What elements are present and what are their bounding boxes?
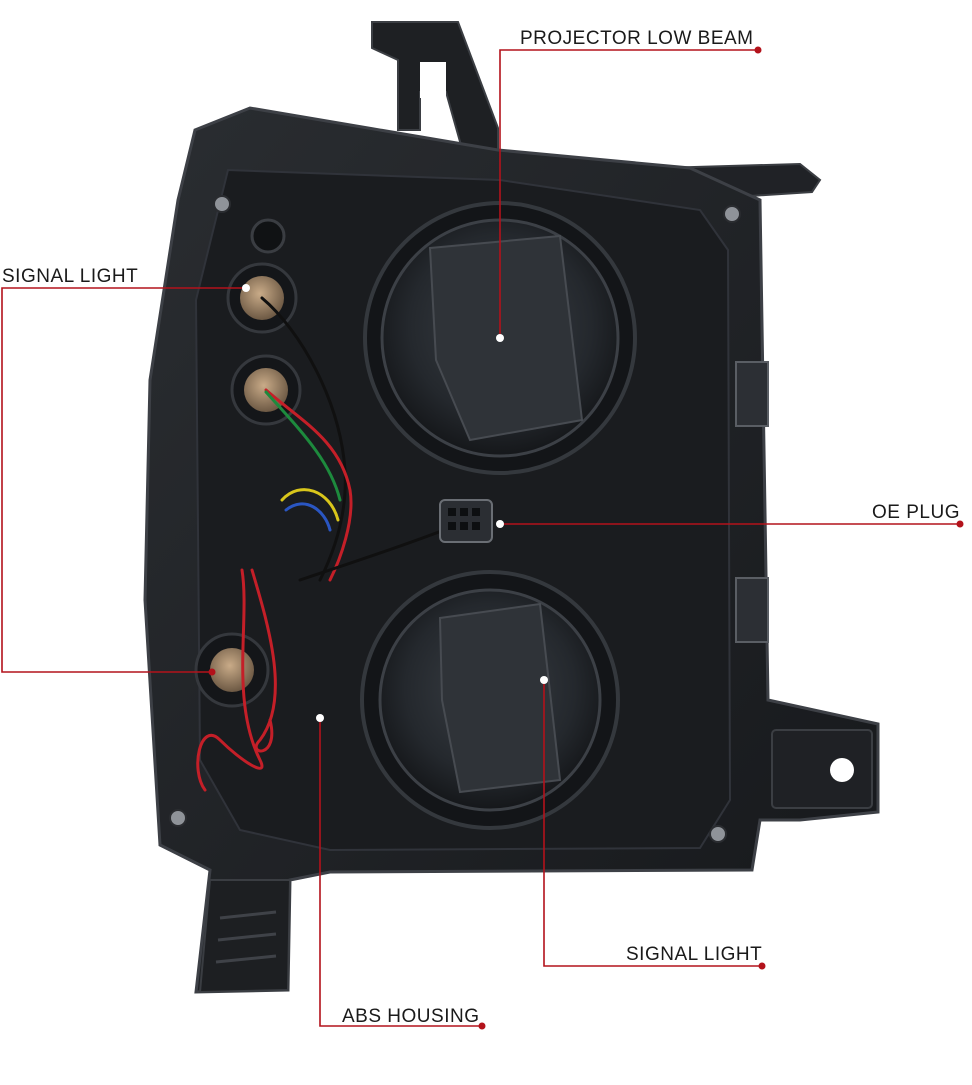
leader-oe-plug-anchor-dot <box>496 520 504 528</box>
leader-projector-low-beam-end-dot <box>754 46 762 54</box>
leader-signal-light-left-anchor-dot <box>242 284 250 292</box>
leader-abs-housing-end-dot <box>478 1022 486 1030</box>
signal-light-cover <box>360 570 620 830</box>
leader-signal-light-left-end-dot <box>208 668 216 676</box>
leader-projector-low-beam <box>499 49 758 338</box>
leader-signal-light-bottom <box>543 680 762 967</box>
callout-label-projector-low-beam: PROJECTOR LOW BEAM <box>520 28 754 49</box>
bracket-hole <box>830 758 854 782</box>
leader-signal-light-left <box>1 287 246 673</box>
leader-signal-light-bottom-anchor-dot <box>540 676 548 684</box>
side-clip-upper <box>735 361 769 427</box>
side-clip-lower <box>735 577 769 643</box>
leader-abs-housing <box>319 718 482 1027</box>
callout-label-signal-light-bottom: SIGNAL LIGHT <box>626 944 763 965</box>
right-lower-bracket <box>771 729 873 809</box>
oe-plug-connector <box>439 499 493 543</box>
callout-leader-lines <box>1 46 964 1030</box>
leader-signal-light-bottom-end-dot <box>758 962 766 970</box>
callout-label-signal-light-left: SIGNAL LIGHT <box>2 266 139 287</box>
callout-label-oe-plug: OE PLUG <box>872 502 960 523</box>
leader-oe-plug-end-dot <box>956 520 964 528</box>
top-bracket-slot <box>420 62 446 98</box>
leader-projector-low-beam-anchor-dot <box>496 334 504 342</box>
screws <box>169 195 741 843</box>
callout-label-abs-housing: ABS HOUSING <box>342 1006 480 1027</box>
leader-abs-housing-anchor-dot <box>316 714 324 722</box>
